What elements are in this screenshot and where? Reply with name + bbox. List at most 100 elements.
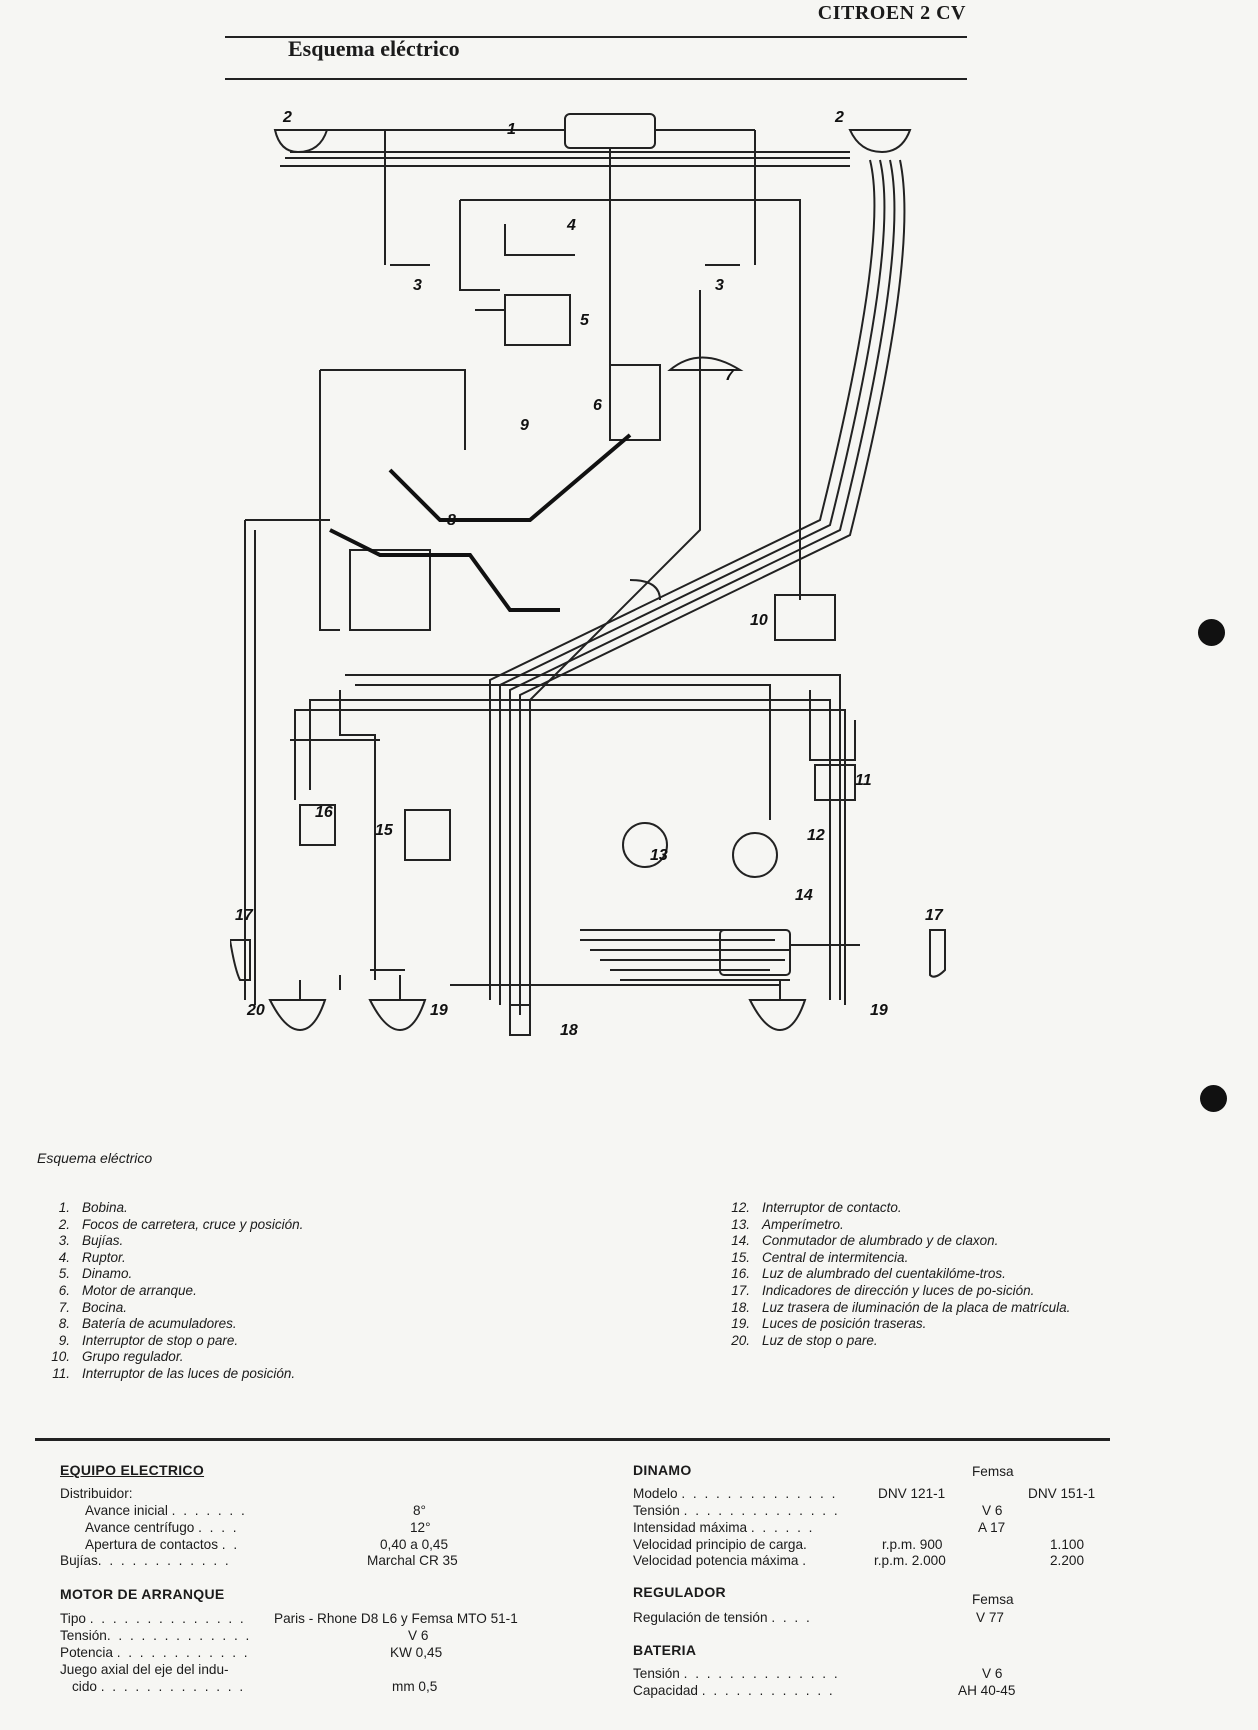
legend-text: Focos de carretera, cruce y posición.: [82, 1216, 304, 1232]
component-label-7: 7: [725, 367, 735, 384]
legend-text: Amperímetro.: [762, 1216, 844, 1232]
headlamp-right: [848, 129, 912, 154]
equipo-heading: EQUIPO ELECTRICO: [60, 1462, 205, 1478]
legend-text: Interruptor de stop o pare.: [82, 1332, 239, 1348]
regulador-brand: Femsa: [972, 1592, 1014, 1607]
legend-number: 13.: [731, 1216, 750, 1232]
bateria-tension-value: V 6: [982, 1666, 1003, 1681]
legend-text: Central de intermitencia.: [762, 1249, 909, 1265]
legend-item: 13. Amperímetro.: [720, 1217, 1090, 1234]
position-switch-body: [814, 764, 856, 801]
avance-inicial-label: Avance inicial . . . . . . .: [85, 1503, 247, 1518]
specs-rule: [35, 1438, 1110, 1441]
component-label-2-left: 2: [282, 109, 292, 126]
title-rule: [225, 78, 967, 80]
dash-light-body: [299, 804, 336, 846]
regulador-value: V 77: [976, 1610, 1004, 1625]
bateria-tension-label: Tensión . . . . . . . . . . . . . .: [633, 1666, 840, 1681]
diagram-caption: Esquema eléctrico: [37, 1150, 153, 1166]
component-label-15: 15: [375, 822, 394, 839]
legend-item: 9. Interruptor de stop o pare.: [40, 1333, 410, 1350]
component-label-9: 9: [520, 417, 529, 434]
legend-number: 11.: [52, 1365, 70, 1381]
bujias-label: Bujías. . . . . . . . . . . .: [60, 1553, 231, 1568]
motor-tension-value: V 6: [408, 1628, 429, 1643]
contact-switch-body: [732, 832, 778, 878]
component-label-2-right: 2: [834, 109, 844, 126]
light-switch-body: [719, 929, 791, 976]
legend-number: 16.: [731, 1266, 750, 1282]
legend-text: Ruptor.: [82, 1249, 126, 1265]
legend-item: 2. Focos de carretera, cruce y posición.: [40, 1217, 410, 1234]
component-label-16: 16: [315, 804, 333, 821]
legend-number: 10.: [51, 1349, 70, 1365]
dinamo-modelo-1: DNV 121-1: [878, 1486, 946, 1501]
dinamo-potencia-label: Velocidad potencia máxima .: [633, 1553, 809, 1568]
legend-item: 20.Luz de stop o pare.: [720, 1333, 1090, 1350]
bateria-capacidad-value: AH 40-45: [958, 1683, 1016, 1698]
avance-inicial-value: 8°: [413, 1503, 426, 1518]
legend-item: 12.Interruptor de contacto.: [720, 1200, 1090, 1217]
dinamo-potencia-value: r.p.m. 2.000: [874, 1553, 946, 1568]
component-label-8: 8: [447, 512, 456, 529]
legend-number: 20.: [731, 1332, 750, 1348]
legend-number: 5.: [58, 1266, 70, 1282]
legend-number: 2.: [58, 1216, 70, 1232]
motor-potencia-value: KW 0,45: [390, 1645, 443, 1660]
component-label-6: 6: [593, 397, 602, 414]
motor-tension-label: Tensión. . . . . . . . . . . . .: [60, 1628, 252, 1643]
legend-number: 9.: [58, 1332, 70, 1348]
legend-item: 15. Central de intermitencia.: [720, 1250, 1090, 1267]
component-label-14: 14: [795, 887, 813, 904]
legend-text: Interruptor de las luces de posición.: [82, 1365, 296, 1381]
component-label-18: 18: [560, 1022, 578, 1039]
legend-number: 6.: [58, 1282, 70, 1298]
motor-tipo-value: Paris - Rhone D8 L6 y Femsa MTO 51-1: [274, 1611, 518, 1626]
flasher-body: [404, 809, 451, 861]
regulador-heading: REGULADOR: [633, 1584, 726, 1600]
legend-item: 19. Luces de posición traseras.: [720, 1316, 1090, 1333]
dinamo-intensidad-value: A 17: [978, 1520, 1006, 1535]
dinamo-carga-value: r.p.m. 900: [882, 1537, 943, 1552]
avance-centrifugo-label: Avance centrífugo . . . .: [85, 1520, 239, 1535]
dinamo-modelo-label: Modelo . . . . . . . . . . . . . .: [633, 1486, 838, 1501]
starter-body: [609, 364, 661, 441]
dinamo-potencia-value-2: 2.200: [1050, 1553, 1085, 1568]
legend-right: 12.Interruptor de contacto.13. Amperímetr…: [720, 1200, 1090, 1349]
legend-number: 19.: [731, 1316, 750, 1332]
bateria-heading: BATERIA: [633, 1642, 697, 1658]
rear-indicator-right: [929, 929, 946, 978]
component-label-12: 12: [807, 827, 825, 844]
binder-hole-bottom: [1200, 1085, 1227, 1112]
legend-number: 17.: [731, 1282, 750, 1298]
bujias-value: Marchal CR 35: [367, 1553, 458, 1568]
coil-body: [564, 113, 656, 149]
horn-body: [667, 356, 744, 371]
legend-text: Bobina.: [82, 1200, 128, 1215]
legend-text: Interruptor de contacto.: [762, 1200, 902, 1215]
legend-text: Luz de alumbrado del cuentakilóme-tros.: [762, 1266, 1006, 1282]
legend-item: 5.Dinamo.: [40, 1266, 410, 1283]
dinamo-tension-value: V 6: [982, 1503, 1003, 1518]
legend-text: Luces de posición traseras.: [762, 1316, 927, 1332]
legend-number: 14.: [731, 1233, 750, 1249]
legend-item: 8.Batería de acumuladores.: [40, 1316, 410, 1333]
page-title: Esquema eléctrico: [288, 36, 460, 61]
dinamo-heading: DINAMO: [633, 1462, 692, 1478]
legend-text: Luz trasera de iluminación de la placa d…: [762, 1299, 1071, 1315]
legend-item: 4.Ruptor.: [40, 1250, 410, 1267]
binder-hole-top: [1198, 619, 1225, 646]
legend-item: 16. Luz de alumbrado del cuentakilóme-tro…: [720, 1266, 1090, 1283]
component-label-20: 20: [246, 1002, 265, 1019]
component-label-1: 1: [507, 121, 516, 138]
legend-text: Batería de acumuladores.: [82, 1316, 237, 1332]
motor-tipo-label: Tipo . . . . . . . . . . . . . .: [60, 1611, 246, 1626]
legend-text: Bujías.: [82, 1233, 124, 1249]
rear-indicator-left: [230, 939, 251, 981]
component-label-17-left: 17: [235, 907, 254, 924]
dynamo-body: [504, 294, 571, 346]
legend-number: 1.: [58, 1200, 70, 1215]
legend-number: 15.: [731, 1249, 750, 1265]
ammeter-body: [622, 822, 668, 868]
regulator-body: [774, 594, 836, 641]
